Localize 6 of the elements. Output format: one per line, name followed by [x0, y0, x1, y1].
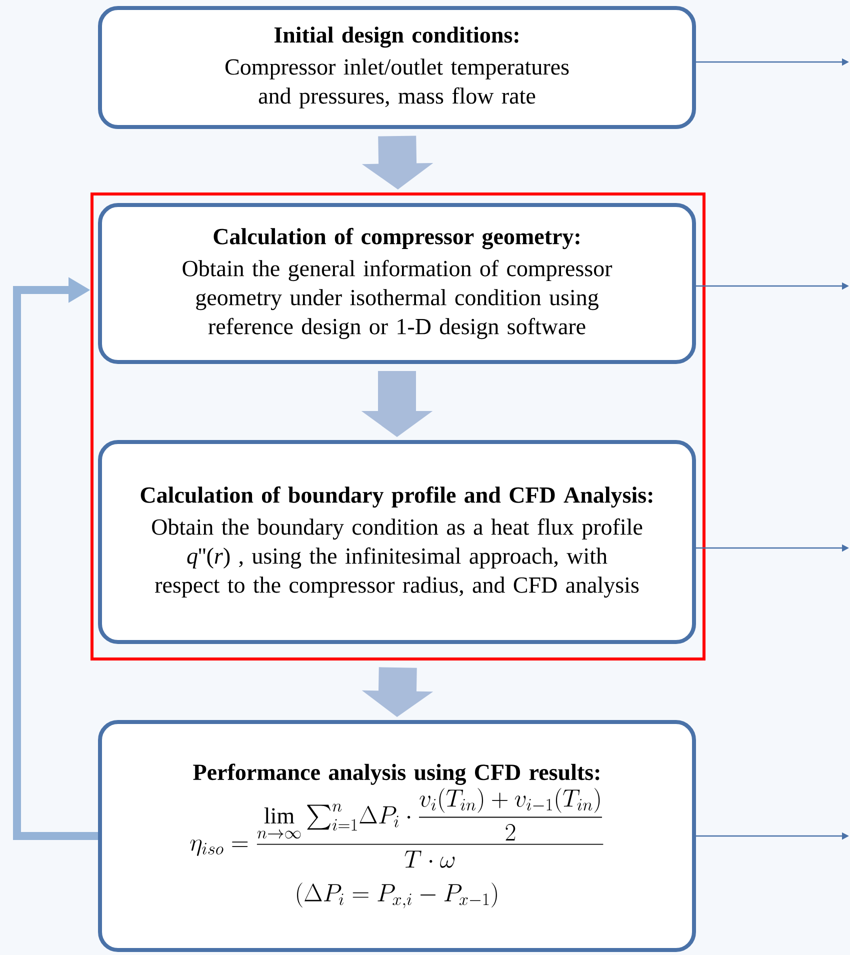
process-box: Initial design conditions: Compressor inlet/outlet temperatures and pressures, mass flow rate [98, 6, 696, 129]
process-box: Performance analysis using CFD results: $\eta_{iso} = \frac{\displaystyle\lim_{n\to\infty}{\textstyle\sum_{i=1}^{n}}\Delta P_i\cdot\frac{v_i(T_{in})+v_{i-1}(T_{in})}{2}}{T\cdot\omega}$ $\left(\Delta P_i = P_{x,i} - P_{x-1}\right)$ [98, 720, 696, 952]
process-box: Calculation of boundary profile and CFD Analysis: Obtain the boundary condition as a heat flux profile q''(r) , using the infinitesimal approach, with respect to the compressor radius, and CFD analysis [98, 440, 696, 644]
process-box: Calculation of compressor geometry: Obtain the general information of compressor geometry under isothermal condition using reference design or 1-D design software [98, 203, 696, 364]
highlight-frame [90, 192, 706, 660]
feedback-arrow [13, 277, 98, 840]
